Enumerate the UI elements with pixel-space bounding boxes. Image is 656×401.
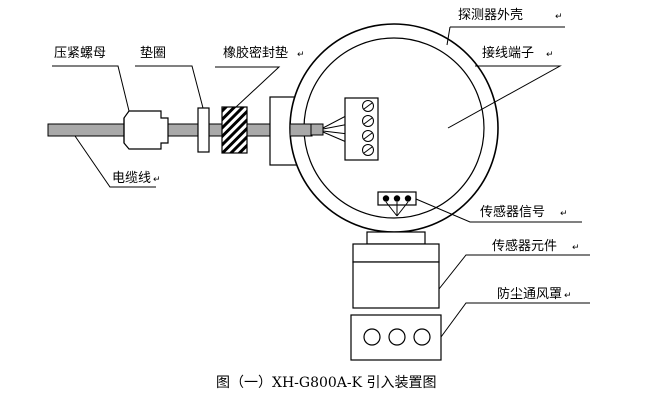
washer bbox=[197, 107, 210, 153]
paragraph-mark: ↵ bbox=[153, 175, 161, 185]
compression-nut bbox=[123, 110, 169, 150]
paragraph-mark: ↵ bbox=[297, 50, 305, 60]
label-detector-housing: 探测器外壳 bbox=[458, 8, 523, 23]
paragraph-mark: ↵ bbox=[572, 243, 580, 253]
terminal-screws bbox=[362, 100, 374, 156]
rubber-seal bbox=[221, 106, 248, 154]
signal-pins bbox=[382, 195, 412, 202]
sensor-element bbox=[352, 243, 440, 263]
label-cable: 电缆线 bbox=[112, 170, 151, 186]
label-dust-cover: 防尘通风罩 bbox=[497, 286, 562, 302]
paragraph-mark: ↵ bbox=[546, 50, 554, 60]
label-washer: 垫圈 bbox=[140, 45, 166, 61]
vent-holes bbox=[363, 328, 431, 346]
label-terminal-block: 接线端子 bbox=[482, 45, 534, 61]
label-sensor-signal: 传感器信号 bbox=[480, 204, 545, 220]
leader-lines bbox=[52, 26, 590, 338]
sensor-element-body bbox=[352, 261, 440, 309]
figure-caption: 图（一）XH-G800A-K 引入装置图 bbox=[216, 375, 437, 391]
label-sensor-element: 传感器元件 bbox=[492, 238, 557, 254]
paragraph-mark: ↵ bbox=[564, 291, 572, 301]
label-rubber-seal: 橡胶密封垫 bbox=[223, 45, 288, 61]
housing-neck bbox=[366, 231, 426, 245]
paragraph-mark: ↵ bbox=[560, 209, 568, 219]
paragraph-mark: ↵ bbox=[555, 12, 563, 22]
cable-end bbox=[310, 123, 324, 136]
label-compression-nut: 压紧螺母 bbox=[54, 46, 106, 61]
